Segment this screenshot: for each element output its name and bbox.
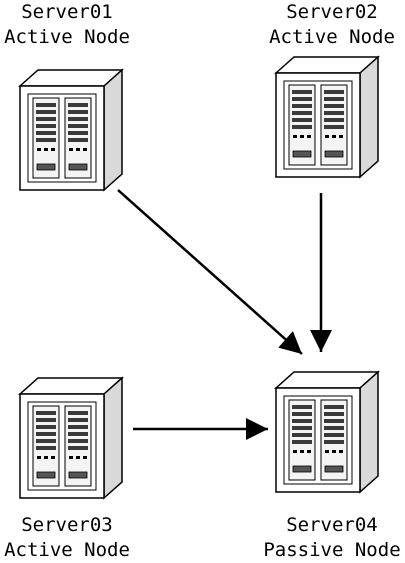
node-label-server04: Server04 Passive Node xyxy=(252,513,405,563)
node-name: Server03 xyxy=(21,514,113,536)
node-label-server01: Server01 Active Node xyxy=(0,0,147,50)
node-name: Server02 xyxy=(286,1,378,23)
node-label-server03: Server03 Active Node xyxy=(0,513,147,563)
node-name: Server01 xyxy=(21,1,113,23)
node-role: Active Node xyxy=(269,26,395,48)
node-role: Active Node xyxy=(4,539,130,561)
server-icon-server04 xyxy=(274,370,380,494)
node-role: Active Node xyxy=(4,26,130,48)
arrow-server01-to-server04 xyxy=(117,189,303,355)
server-icon-server01 xyxy=(18,68,124,192)
node-role: Passive Node xyxy=(263,539,401,561)
node-name: Server04 xyxy=(286,514,378,536)
server-icon-server02 xyxy=(274,55,380,179)
node-label-server02: Server02 Active Node xyxy=(252,0,405,50)
server-icon-server03 xyxy=(18,376,124,500)
